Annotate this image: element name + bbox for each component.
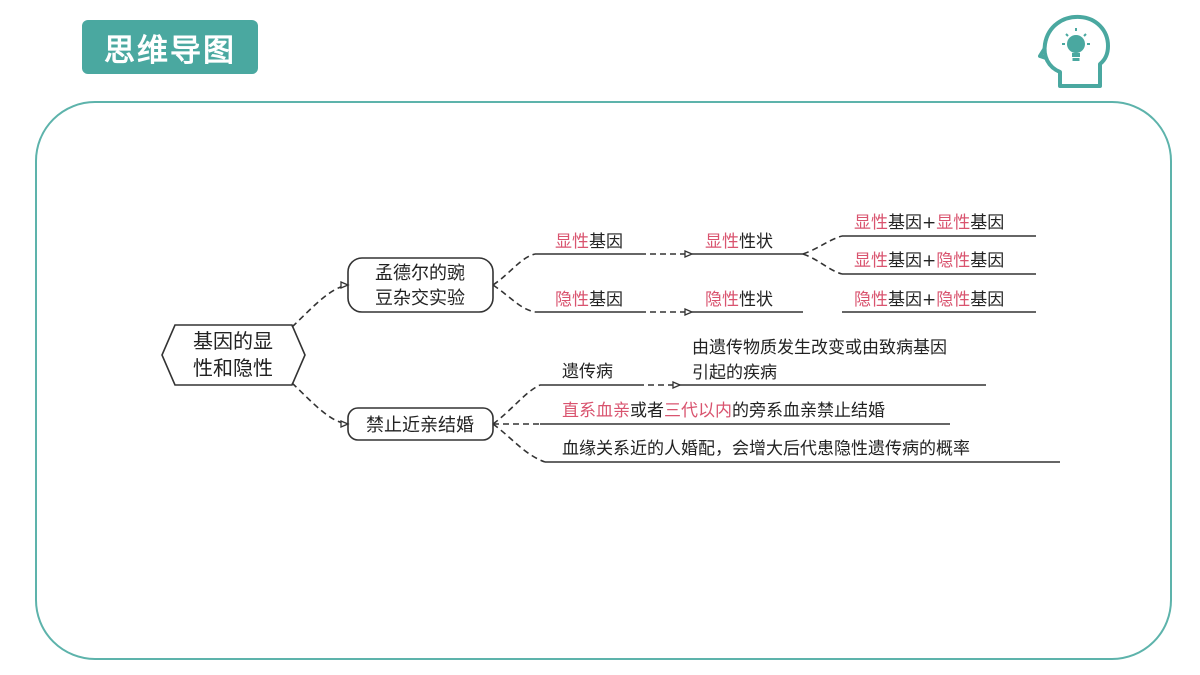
marriage-law-leaf: 直系血亲或者三代以内的旁系血亲禁止结婚 — [562, 401, 885, 421]
mendel-label-line2: 豆杂交实验 — [375, 288, 465, 309]
head-lightbulb-icon — [1038, 14, 1110, 88]
header-badge: 思维导图 — [82, 20, 258, 74]
root-label-line1: 基因的显 — [193, 329, 273, 353]
recessive-gene-leaf: 隐性基因 — [555, 290, 623, 310]
definition-line2: 引起的疾病 — [692, 363, 777, 383]
definition-line1: 由遗传物质发生改变或由致病基因 — [692, 338, 947, 358]
root-label-line2: 性和隐性 — [193, 356, 273, 380]
main-panel — [35, 101, 1172, 660]
mendel-label-line1: 孟德尔的豌 — [375, 263, 465, 284]
genetic-disease-leaf: 遗传病 — [562, 362, 613, 382]
marriage-risk-leaf: 血缘关系近的人婚配，会增大后代患隐性遗传病的概率 — [562, 439, 970, 459]
genotype-dr-leaf: 显性基因+隐性基因 — [854, 251, 1004, 271]
recessive-trait-leaf: 隐性性状 — [705, 290, 773, 310]
dominant-gene-leaf: 显性基因 — [555, 232, 623, 252]
dominant-trait-leaf: 显性性状 — [705, 232, 773, 252]
marriage-label: 禁止近亲结婚 — [366, 415, 474, 436]
genotype-dd-leaf: 显性基因+显性基因 — [854, 213, 1004, 233]
genotype-rr-leaf: 隐性基因+隐性基因 — [854, 290, 1004, 310]
header-title: 思维导图 — [104, 32, 236, 69]
root-node-shape — [161, 324, 306, 386]
